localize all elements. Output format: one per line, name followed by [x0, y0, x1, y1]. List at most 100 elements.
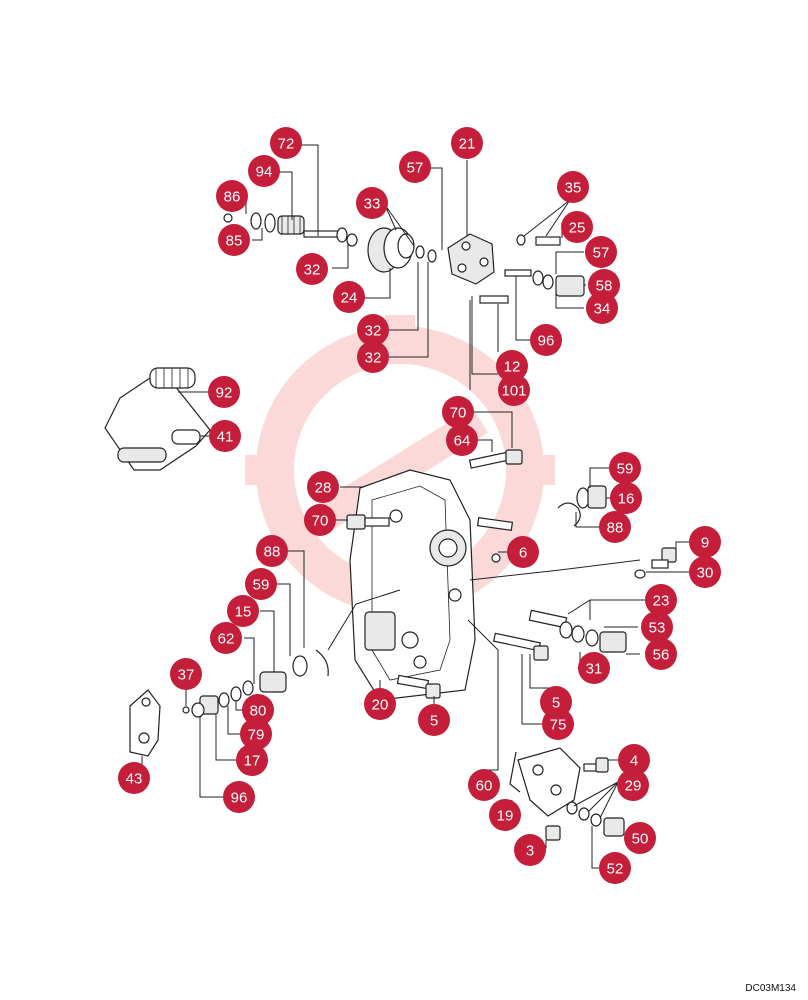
callout-33: 33: [356, 187, 388, 219]
callout-circle: [578, 652, 610, 684]
callout-29: 29: [617, 769, 649, 801]
callout-20: 20: [364, 688, 396, 720]
callout-label: 80: [250, 703, 267, 720]
callout-circle: [530, 324, 562, 356]
callout-circle: [689, 526, 721, 558]
callout-label: 62: [218, 631, 235, 648]
callout-label: 88: [264, 544, 281, 561]
callout-label: 53: [649, 620, 666, 637]
callout-label: 59: [253, 577, 270, 594]
callout-circle: [418, 704, 450, 736]
callout-57: 57: [399, 151, 431, 183]
callout-circle: [489, 799, 521, 831]
callout-label: 5: [552, 695, 560, 712]
callout-101: 101: [498, 374, 530, 406]
callout-19: 19: [489, 799, 521, 831]
callout-59: 59: [245, 568, 277, 600]
callout-label: 85: [226, 233, 243, 250]
callout-circle: [240, 718, 272, 750]
callout-85: 85: [218, 224, 250, 256]
callout-circle: [599, 511, 631, 543]
callout-32: 32: [357, 341, 389, 373]
callout-circle: [223, 781, 255, 813]
callout-circle: [451, 127, 483, 159]
callout-75: 75: [542, 708, 574, 740]
callout-circle: [446, 424, 478, 456]
callout-34: 34: [586, 292, 618, 324]
callout-label: 5: [430, 713, 438, 730]
callout-circle: [210, 622, 242, 654]
callout-circle: [245, 568, 277, 600]
callout-label: 57: [593, 245, 610, 262]
callout-label: 32: [365, 323, 382, 340]
callout-70: 70: [304, 504, 336, 536]
callout-circle: [588, 269, 620, 301]
callout-circle: [599, 852, 631, 884]
callout-5: 5: [418, 704, 450, 736]
callout-25: 25: [561, 211, 593, 243]
callout-label: 6: [519, 545, 527, 562]
callout-label: 96: [231, 790, 248, 807]
callout-label: 16: [618, 491, 635, 508]
callout-label: 23: [653, 593, 670, 610]
callout-label: 79: [248, 727, 265, 744]
callout-92: 92: [208, 376, 240, 408]
callout-70: 70: [442, 396, 474, 428]
callout-label: 96: [538, 333, 555, 350]
callout-circle: [357, 314, 389, 346]
callout-label: 70: [312, 513, 329, 530]
callout-circle: [256, 535, 288, 567]
callout-15: 15: [227, 595, 259, 627]
callout-circle: [557, 171, 589, 203]
callout-label: 56: [653, 647, 670, 664]
callout-circle: [561, 211, 593, 243]
callout-circle: [170, 658, 202, 690]
callout-circle: [468, 769, 500, 801]
callout-label: 12: [504, 359, 521, 376]
callout-label: 20: [372, 697, 389, 714]
callout-label: 92: [216, 385, 233, 402]
callout-circle: [236, 744, 268, 776]
callout-56: 56: [645, 638, 677, 670]
callout-label: 37: [178, 667, 195, 684]
callout-circle: [118, 762, 150, 794]
callout-label: 32: [365, 350, 382, 367]
callout-circle: [270, 127, 302, 159]
callout-58: 58: [588, 269, 620, 301]
callout-label: 35: [565, 180, 582, 197]
callout-circle: [227, 595, 259, 627]
callout-label: 15: [235, 604, 252, 621]
callout-6: 6: [507, 536, 539, 568]
callout-label: 17: [244, 753, 261, 770]
callout-50: 50: [624, 822, 656, 854]
callout-57: 57: [585, 236, 617, 268]
callout-80: 80: [242, 694, 274, 726]
callout-label: 3: [526, 843, 534, 860]
callout-circle: [442, 396, 474, 428]
callout-circle: [216, 180, 248, 212]
callout-circle: [333, 281, 365, 313]
callout-43: 43: [118, 762, 150, 794]
callout-circle: [208, 376, 240, 408]
callout-21: 21: [451, 127, 483, 159]
callout-17: 17: [236, 744, 268, 776]
callout-62: 62: [210, 622, 242, 654]
callout-23: 23: [645, 584, 677, 616]
callout-circle: [585, 236, 617, 268]
callout-label: 41: [217, 429, 234, 446]
callout-circle: [507, 536, 539, 568]
callout-label: 59: [617, 461, 634, 478]
callout-circle: [399, 151, 431, 183]
callout-label: 58: [596, 278, 613, 295]
callout-label: 9: [701, 535, 709, 552]
callout-label: 50: [632, 831, 649, 848]
drawing-code-label: DC03M134: [745, 983, 796, 994]
callout-label: 32: [304, 262, 321, 279]
callout-label: 52: [607, 861, 624, 878]
callout-circle: [645, 584, 677, 616]
callout-label: 34: [594, 301, 611, 318]
callout-72: 72: [270, 127, 302, 159]
callout-circle: [296, 253, 328, 285]
callout-circle: [248, 155, 280, 187]
callout-circle: [689, 556, 721, 588]
